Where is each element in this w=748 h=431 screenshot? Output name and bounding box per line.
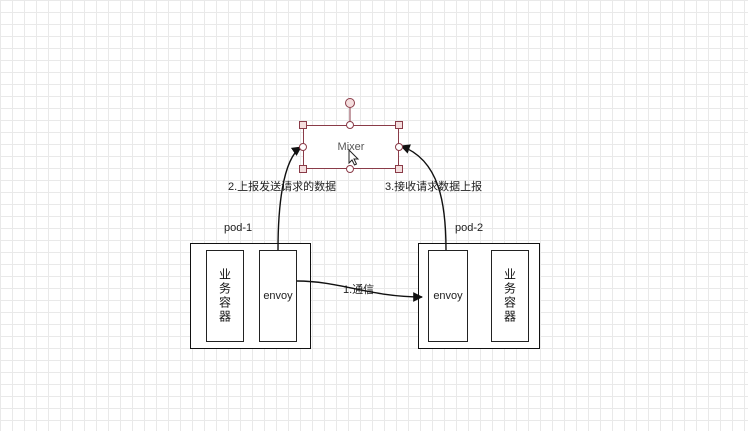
mixer-label: Mixer	[337, 141, 365, 153]
pod-1-envoy-container[interactable]: envoy	[259, 250, 297, 342]
mouse-cursor-icon	[348, 148, 360, 166]
connect-handle-right[interactable]	[395, 143, 403, 151]
pod-1-label: pod-1	[224, 222, 253, 234]
resize-handle-nw[interactable]	[299, 121, 307, 129]
connect-handle-top[interactable]	[346, 121, 354, 129]
connect-handle-bottom[interactable]	[346, 165, 354, 173]
resize-handle-sw[interactable]	[299, 165, 307, 173]
edge-report-receive[interactable]	[400, 144, 447, 251]
mixer-selection-handles[interactable]	[299, 98, 403, 173]
connect-handle-left[interactable]	[299, 143, 307, 151]
pod-1-business-label: 业务容器	[217, 268, 232, 324]
resize-handle-se[interactable]	[395, 165, 403, 173]
pod-2-business-container[interactable]: 业务容器	[491, 250, 529, 342]
resize-handle-ne[interactable]	[395, 121, 403, 129]
pod-2-envoy-label: envoy	[433, 290, 463, 302]
pod-2-business-label: 业务容器	[502, 268, 517, 324]
rotate-handle[interactable]	[345, 98, 355, 108]
edge-communication[interactable]	[296, 280, 423, 302]
pod-2-envoy-container[interactable]: envoy	[428, 250, 468, 342]
pod-1-envoy-label: envoy	[263, 290, 293, 302]
pod-1-business-container[interactable]: 业务容器	[206, 250, 244, 342]
edge-report-request[interactable]	[277, 146, 302, 251]
pod-2-label: pod-2	[455, 222, 484, 234]
edge-label-report-receive: 3.接收请求数据上报	[385, 181, 483, 193]
